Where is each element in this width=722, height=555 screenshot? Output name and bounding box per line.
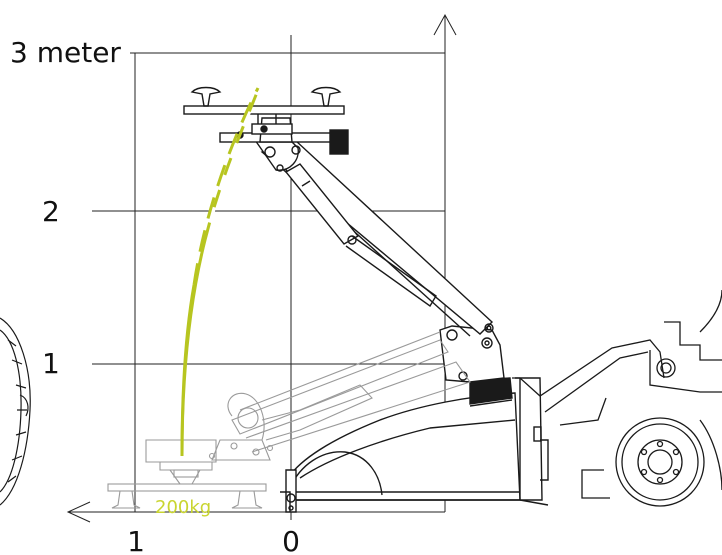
load-path-dash-segment — [192, 87, 260, 286]
boom-post — [439, 325, 505, 383]
y-label-1: 1 — [42, 347, 60, 380]
x-label-0: 0 — [282, 525, 300, 555]
load-path-dashed — [203, 89, 260, 241]
lift-base-unit — [280, 377, 549, 513]
lowered-boom-ghost — [107, 331, 471, 509]
y-label-3-meter: 3 meter — [10, 36, 121, 69]
load-path-curve — [180, 89, 260, 457]
x-axis-arrow — [66, 501, 445, 523]
load-label: 200kg — [155, 497, 211, 518]
left-wheel — [0, 317, 31, 506]
tractor-wheel — [615, 417, 705, 507]
y-label-2: 2 — [42, 195, 60, 228]
y-axis-arrow — [433, 13, 457, 53]
raised-boom — [183, 86, 494, 337]
tractor-front — [512, 289, 722, 507]
x-label-1: 1 — [127, 525, 145, 555]
load-path-solid-segment — [180, 284, 196, 457]
